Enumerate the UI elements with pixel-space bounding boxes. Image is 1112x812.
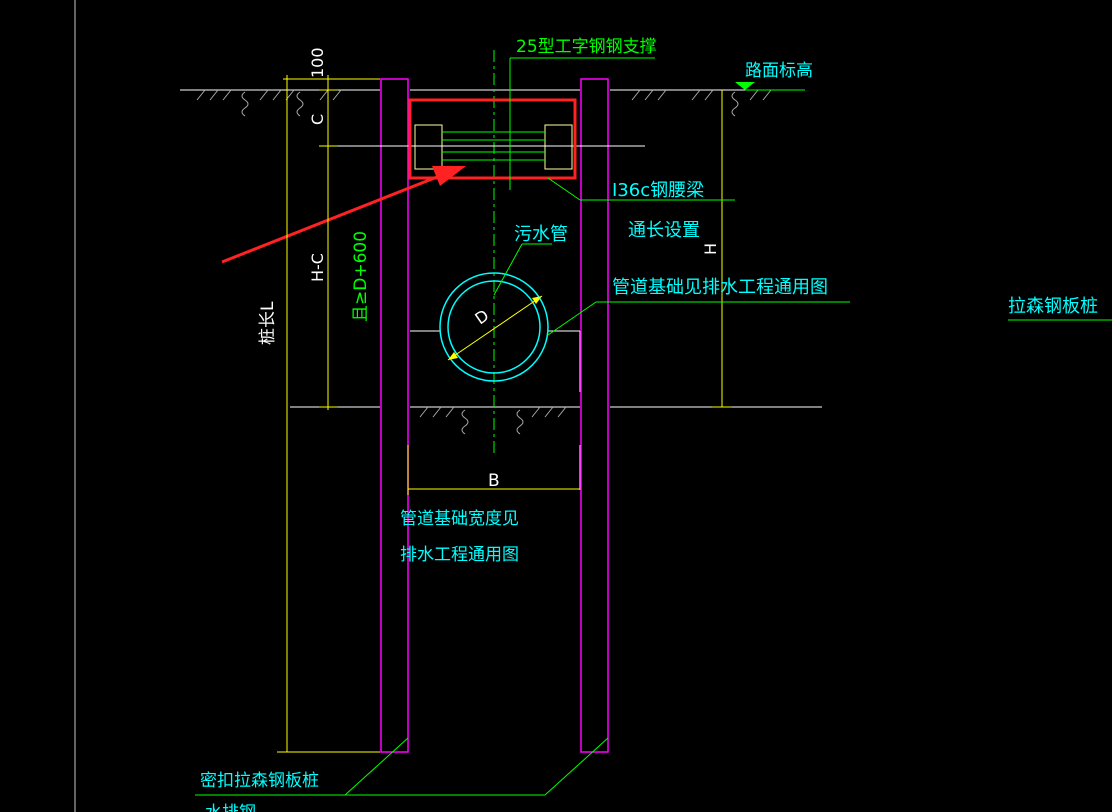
waist-beam-label: I36c钢腰梁 xyxy=(612,180,704,201)
steel-strut xyxy=(328,131,645,161)
sewer-label: 污水管 xyxy=(514,224,568,245)
full-length-label: 通长设置 xyxy=(628,220,700,241)
dimension-lines xyxy=(277,75,732,753)
road-level-label: 路面标高 xyxy=(745,61,813,81)
dimension-100-label: 100 xyxy=(308,47,327,78)
highlight-arrow-head xyxy=(432,166,466,186)
cut-off-label: 水排钢 xyxy=(205,803,256,812)
dimension-b-label: B xyxy=(488,471,500,491)
right-waist-beam xyxy=(544,124,573,170)
dimension-d-label: D xyxy=(471,306,492,329)
base-width-label-line2: 排水工程通用图 xyxy=(400,545,519,565)
dimension-h-label: H xyxy=(701,243,720,255)
ground-surface xyxy=(180,89,805,117)
dimension-h-c-label: H-C xyxy=(308,253,327,282)
interlock-pile-label: 密扣拉森钢板桩 xyxy=(200,771,319,791)
dimension-d600-label: 且≥D+600 xyxy=(351,231,371,322)
leader-lines xyxy=(195,57,1112,796)
left-waist-beam xyxy=(414,124,443,170)
dimension-c-label: C xyxy=(308,114,327,125)
trench-bottom xyxy=(290,406,822,435)
pile-length-label: 桩长L xyxy=(258,301,278,345)
pipe-bedding xyxy=(410,330,581,490)
base-width-label-line1: 管道基础宽度见 xyxy=(400,509,519,529)
pipe-basis-label: 管道基础见排水工程通用图 xyxy=(612,277,828,298)
left-sheet-pile xyxy=(380,78,409,753)
strut-label: 25型工字钢钢支撑 xyxy=(516,37,657,57)
highlight-arrow-shaft xyxy=(221,173,443,264)
right-sheet-pile xyxy=(580,78,609,753)
road-level-marker xyxy=(735,82,755,90)
highlight-box xyxy=(408,98,577,180)
sheet-pile-label: 拉森钢板桩 xyxy=(1008,296,1098,317)
sewer-pipe xyxy=(439,272,549,382)
